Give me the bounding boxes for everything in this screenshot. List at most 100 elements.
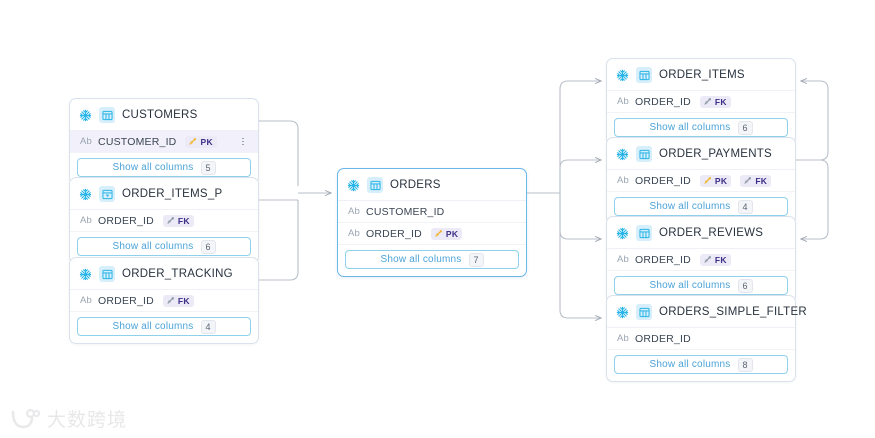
show-all-columns-button[interactable]: Show all columns 5 (77, 158, 251, 177)
column-row[interactable]: Ab ORDER_ID FK (70, 210, 258, 232)
column-count-badge: 6 (737, 278, 753, 293)
column-name: ORDER_ID (98, 214, 154, 227)
column-count-badge: 6 (737, 120, 753, 135)
column-menu-icon[interactable] (238, 136, 248, 148)
column-row[interactable]: Ab ORDER_ID FK (607, 91, 795, 113)
watermark-logo-icon (11, 408, 40, 428)
table-name: ORDER_ITEMS (659, 69, 745, 81)
column-name: ORDER_ID (98, 294, 154, 307)
table-name: ORDERS (390, 179, 441, 191)
fk-badge-label: FK (755, 175, 768, 186)
column-name: CUSTOMER_ID (98, 135, 177, 148)
table-card-header[interactable]: ORDER_ITEMS (607, 59, 795, 91)
show-all-columns-button[interactable]: Show all columns 8 (614, 355, 788, 374)
fk-badge: FK (699, 253, 731, 266)
snowflake-icon (79, 109, 92, 121)
column-type-abbrev: Ab (617, 96, 630, 107)
show-all-columns-button[interactable]: Show all columns 4 (614, 197, 788, 216)
column-row[interactable]: Ab ORDER_ID PK FK (607, 170, 795, 192)
table-card-header[interactable]: ORDERS (338, 169, 526, 201)
table-card-customers[interactable]: CUSTOMERS Ab CUSTOMER_ID PK Show all col… (69, 98, 259, 185)
column-name: ORDER_ID (635, 253, 691, 266)
show-all-columns-label: Show all columns (112, 162, 194, 173)
column-count-badge: 5 (200, 160, 216, 175)
fk-key-icon (744, 177, 752, 184)
watermark: 大数跨境 (10, 405, 127, 432)
table-card-order_reviews[interactable]: ORDER_REVIEWS Ab ORDER_ID FK Show all co… (606, 216, 796, 303)
table-card-header[interactable]: ORDERS_SIMPLE_FILTER (607, 296, 807, 328)
table-icon (367, 177, 383, 193)
column-type-abbrev: Ab (348, 206, 361, 217)
view-icon (99, 186, 115, 202)
table-card-order_tracking[interactable]: ORDER_TRACKING Ab ORDER_ID FK Show all c… (69, 257, 259, 344)
fk-badge: FK (162, 294, 194, 307)
snowflake-icon (616, 227, 629, 239)
table-name: ORDER_REVIEWS (659, 227, 764, 239)
show-all-columns-label: Show all columns (649, 201, 731, 212)
show-all-columns-button[interactable]: Show all columns 6 (614, 276, 788, 295)
fk-badge-label: FK (177, 295, 190, 306)
show-all-columns-button[interactable]: Show all columns 4 (77, 317, 251, 336)
fk-badge: FK (162, 214, 194, 227)
table-icon (636, 146, 652, 162)
fk-badge-label: FK (714, 96, 727, 107)
pk-badge-label: PK (445, 228, 459, 239)
table-card-header[interactable]: ORDER_ITEMS_P (70, 178, 258, 210)
snowflake-icon (347, 179, 360, 191)
pk-badge-label: PK (200, 136, 213, 147)
column-name: ORDER_ID (366, 227, 422, 240)
show-all-columns-label: Show all columns (380, 254, 462, 265)
show-all-columns-wrap: Show all columns 6 (70, 232, 258, 263)
column-name: ORDER_ID (635, 332, 691, 345)
show-all-columns-label: Show all columns (649, 122, 731, 133)
snowflake-icon (79, 268, 92, 280)
column-type-abbrev: Ab (617, 333, 630, 344)
column-count-badge: 7 (468, 252, 484, 267)
fk-key-icon (704, 256, 711, 263)
show-all-columns-label: Show all columns (649, 359, 731, 370)
table-icon (636, 225, 652, 241)
show-all-columns-button[interactable]: Show all columns 6 (77, 237, 251, 256)
fk-badge-label: FK (177, 215, 190, 226)
table-card-header[interactable]: CUSTOMERS (70, 99, 258, 131)
column-row[interactable]: Ab CUSTOMER_ID (338, 201, 526, 223)
pk-badge: PK (430, 227, 463, 240)
column-row[interactable]: Ab ORDER_ID FK (607, 249, 795, 271)
watermark-text: 大数跨境 (47, 409, 128, 431)
table-card-header[interactable]: ORDER_REVIEWS (607, 217, 795, 249)
show-all-columns-label: Show all columns (112, 321, 194, 332)
pk-badge: PK (699, 174, 732, 187)
show-all-columns-wrap: Show all columns 6 (607, 113, 795, 144)
pk-key-icon (704, 177, 711, 184)
table-icon (636, 304, 652, 320)
fk-badge: FK (740, 174, 772, 187)
column-name: ORDER_ID (635, 174, 691, 187)
table-card-header[interactable]: ORDER_TRACKING (70, 258, 258, 290)
column-row[interactable]: Ab ORDER_ID (607, 328, 795, 350)
show-all-columns-wrap: Show all columns 5 (70, 153, 258, 184)
table-card-orders_simple_filter[interactable]: ORDERS_SIMPLE_FILTER Ab ORDER_ID Show al… (606, 295, 807, 382)
column-row[interactable]: Ab ORDER_ID PK (338, 223, 526, 245)
table-card-orders[interactable]: ORDERS Ab CUSTOMER_ID Ab ORDER_ID PK Sho… (337, 168, 527, 277)
show-all-columns-button[interactable]: Show all columns 7 (345, 250, 519, 269)
table-card-order_items[interactable]: ORDER_ITEMS Ab ORDER_ID FK Show all colu… (606, 58, 796, 145)
table-name: CUSTOMERS (122, 109, 198, 121)
pk-key-icon (435, 230, 442, 237)
table-card-order_payments[interactable]: ORDER_PAYMENTS Ab ORDER_ID PK FK (606, 137, 796, 224)
show-all-columns-label: Show all columns (649, 280, 731, 291)
snowflake-icon (616, 148, 629, 160)
show-all-columns-wrap: Show all columns 4 (607, 192, 795, 223)
column-count-badge: 4 (200, 319, 216, 334)
show-all-columns-wrap: Show all columns 8 (607, 350, 795, 381)
show-all-columns-button[interactable]: Show all columns 6 (614, 118, 788, 137)
table-name: ORDERS_SIMPLE_FILTER (659, 306, 807, 318)
table-card-header[interactable]: ORDER_PAYMENTS (607, 138, 795, 170)
table-card-order_items_p[interactable]: ORDER_ITEMS_P Ab ORDER_ID FK Show all co… (69, 177, 259, 264)
column-count-badge: 8 (737, 357, 753, 372)
column-row[interactable]: Ab ORDER_ID FK (70, 290, 258, 312)
show-all-columns-wrap: Show all columns 4 (70, 312, 258, 343)
column-row[interactable]: Ab CUSTOMER_ID PK (70, 131, 258, 153)
column-name: CUSTOMER_ID (366, 205, 445, 218)
fk-badge: FK (699, 95, 731, 108)
